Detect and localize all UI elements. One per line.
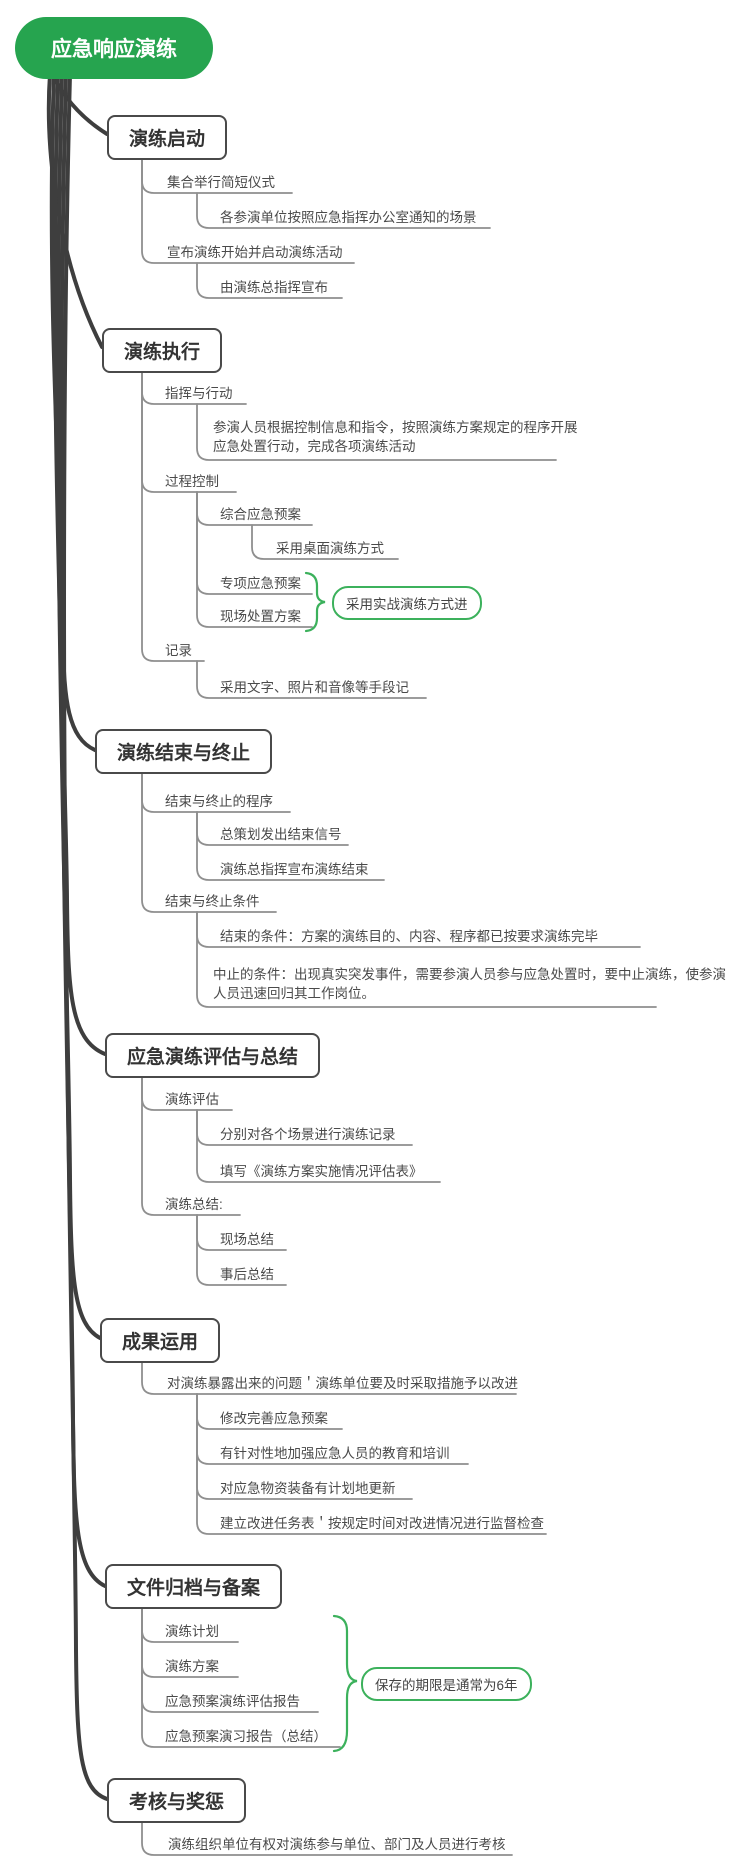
subtopic[interactable]: 建立改进任务表＇按规定时间对改进情况进行监督检查 (220, 1516, 544, 1531)
subtopic[interactable]: 集合举行简短仪式 (167, 175, 275, 190)
subtopic[interactable]: 演练计划 (165, 1624, 219, 1639)
subtopic[interactable]: 现场处置方案 (220, 609, 301, 624)
subtopic[interactable]: 有针对性地加强应急人员的教育和培训 (220, 1446, 450, 1461)
subtopic[interactable]: 分别对各个场景进行演练记录 (220, 1127, 396, 1142)
subtopic[interactable]: 应急预案演习报告（总结） (165, 1729, 327, 1744)
callout-braces (304, 571, 358, 1753)
subtopic[interactable]: 应急预案演练评估报告 (165, 1694, 300, 1709)
subtopic[interactable]: 对演练暴露出来的问题＇演练单位要及时采取措施予以改进 (167, 1376, 518, 1391)
branch-topic-assessment-rewards[interactable]: 考核与奖惩 (107, 1778, 247, 1823)
subtopic[interactable]: 演练评估 (165, 1092, 219, 1107)
subtopic[interactable]: 各参演单位按照应急指挥办公室通知的场景 (220, 210, 477, 225)
subtopic[interactable]: 结束与终止条件 (165, 894, 260, 909)
branch-topic-results-application[interactable]: 成果运用 (100, 1318, 221, 1363)
branch-topic-end-termination[interactable]: 演练结束与终止 (95, 729, 273, 774)
subtopic[interactable]: 综合应急预案 (220, 507, 301, 522)
branch-topic-drill-execution[interactable]: 演练执行 (102, 328, 223, 373)
subtopic[interactable]: 演练方案 (165, 1659, 219, 1674)
callout-practical-drill[interactable]: 采用实战演练方式进 (332, 586, 482, 620)
subtopic[interactable]: 过程控制 (165, 474, 219, 489)
subtopic[interactable]: 采用文字、照片和音像等手段记 (220, 680, 409, 695)
subtopic[interactable]: 演练组织单位有权对演练参与单位、部门及人员进行考核 (168, 1837, 506, 1852)
subtopic[interactable]: 现场总结 (220, 1232, 274, 1247)
subtopic[interactable]: 指挥与行动 (165, 386, 233, 401)
subtopic[interactable]: 总策划发出结束信号 (220, 827, 342, 842)
branch-topic-file-archiving[interactable]: 文件归档与备案 (105, 1564, 283, 1609)
subtopic[interactable]: 演练总结: (165, 1197, 223, 1212)
branch-topic-evaluation-summary[interactable]: 应急演练评估与总结 (105, 1033, 321, 1078)
subtopic[interactable]: 中止的条件：出现真实突发事件，需要参演人员参与应急处置时，要中止演练，使参演人员… (213, 967, 726, 1001)
subtopic[interactable]: 对应急物资装备有计划地更新 (220, 1481, 396, 1496)
subtopic[interactable]: 修改完善应急预案 (220, 1411, 328, 1426)
subtopic[interactable]: 事后总结 (220, 1267, 274, 1282)
subtopic[interactable]: 由演练总指挥宣布 (220, 280, 328, 295)
subtopic[interactable]: 结束与终止的程序 (165, 794, 273, 809)
subtopic[interactable]: 填写《演练方案实施情况评估表》 (220, 1164, 423, 1179)
callout-retention-period[interactable]: 保存的期限是通常为6年 (361, 1667, 532, 1701)
subtopic[interactable]: 记录 (165, 643, 192, 658)
subtopic[interactable]: 结束的条件：方案的演练目的、内容、程序都已按要求演练完毕 (220, 929, 598, 944)
spine-curves (46, 70, 109, 1801)
subtopic[interactable]: 采用桌面演练方式 (276, 541, 384, 556)
branch-lines (141, 156, 657, 1856)
subtopic[interactable]: 演练总指挥宣布演练结束 (220, 862, 369, 877)
subtopic[interactable]: 专项应急预案 (220, 576, 301, 591)
branch-topic-drill-start[interactable]: 演练启动 (107, 115, 228, 160)
root-topic[interactable]: 应急响应演练 (15, 17, 213, 79)
subtopic[interactable]: 参演人员根据控制信息和指令，按照演练方案规定的程序开展应急处置行动，完成各项演练… (213, 420, 578, 454)
subtopic[interactable]: 宣布演练开始并启动演练活动 (167, 245, 343, 260)
